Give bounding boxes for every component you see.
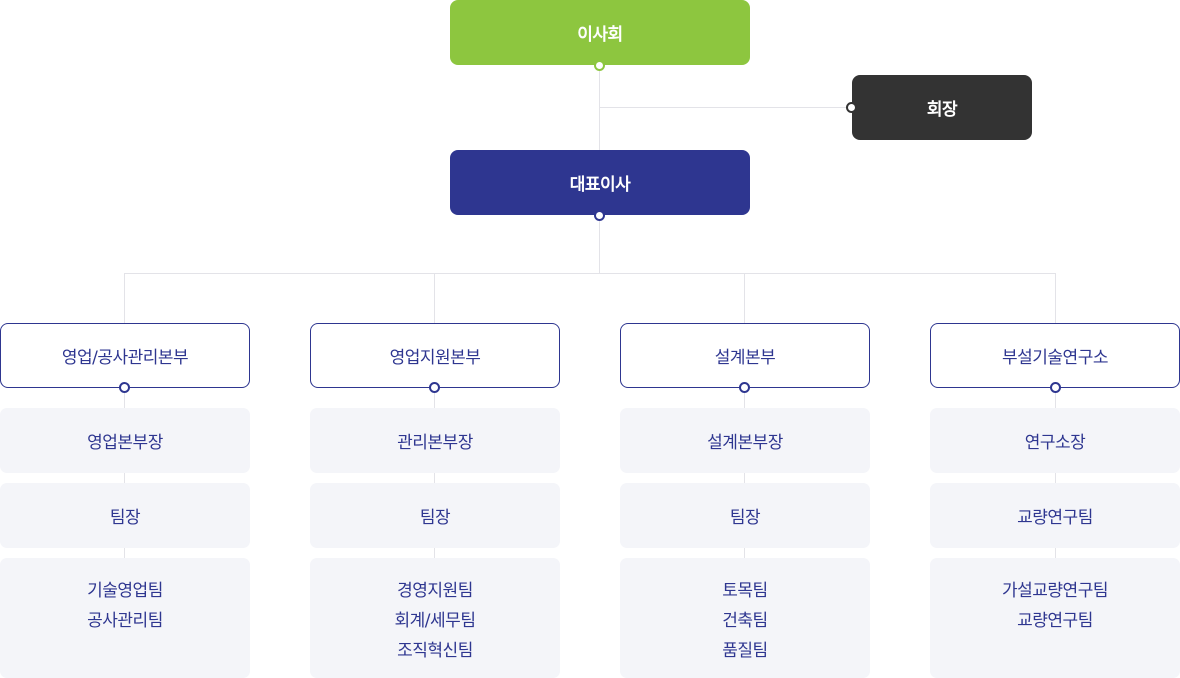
team-leader-label: 교량연구팀 xyxy=(1017,508,1093,528)
chairman-node: 회장 xyxy=(852,75,1032,140)
chairman-connector-dot xyxy=(846,102,857,113)
division-head-node: 영업본부장 xyxy=(0,408,250,473)
team-item: 교량연구팀 xyxy=(1017,611,1093,631)
division-head-node: 관리본부장 xyxy=(310,408,560,473)
team-item: 가설교량연구팀 xyxy=(1002,581,1108,601)
division-head-label: 영업본부장 xyxy=(87,433,163,453)
team-leader-node: 팀장 xyxy=(0,483,250,548)
team-item: 경영지원팀 xyxy=(397,581,473,601)
team-list-node: 경영지원팀 회계/세무팀 조직혁신팀 xyxy=(310,558,560,678)
team-item: 공사관리팀 xyxy=(87,611,163,631)
division-node: 설계본부 xyxy=(620,323,870,388)
connector-horizontal-bus xyxy=(124,273,1056,274)
team-list-node: 기술영업팀 공사관리팀 xyxy=(0,558,250,678)
ceo-label: 대표이사 xyxy=(569,175,631,195)
team-item: 회계/세무팀 xyxy=(394,611,476,631)
division-head-node: 설계본부장 xyxy=(620,408,870,473)
division-node: 영업지원본부 xyxy=(310,323,560,388)
division-head-label: 설계본부장 xyxy=(707,433,783,453)
team-leader-label: 팀장 xyxy=(419,508,451,528)
division-label: 설계본부 xyxy=(714,348,776,368)
team-item: 품질팀 xyxy=(722,641,768,661)
team-item: 기술영업팀 xyxy=(87,581,163,601)
division-connector-dot xyxy=(739,382,750,393)
ceo-node: 대표이사 xyxy=(450,150,750,215)
team-leader-node: 팀장 xyxy=(620,483,870,548)
division-node: 영업/공사관리본부 xyxy=(0,323,250,388)
connector-col-4 xyxy=(1055,388,1056,558)
division-connector-dot xyxy=(119,382,130,393)
division-head-label: 연구소장 xyxy=(1024,433,1086,453)
connector-div-1 xyxy=(124,273,125,323)
board-node: 이사회 xyxy=(450,0,750,65)
connector-col-1 xyxy=(124,388,125,558)
division-label: 부설기술연구소 xyxy=(1002,348,1108,368)
team-leader-node: 교량연구팀 xyxy=(930,483,1180,548)
connector-div-4 xyxy=(1055,273,1056,323)
division-head-node: 연구소장 xyxy=(930,408,1180,473)
connector-ceo-down xyxy=(599,215,600,273)
board-connector-dot xyxy=(594,60,605,71)
team-leader-label: 팀장 xyxy=(729,508,761,528)
division-connector-dot xyxy=(1050,382,1061,393)
division-node: 부설기술연구소 xyxy=(930,323,1180,388)
connector-col-3 xyxy=(744,388,745,558)
division-connector-dot xyxy=(429,382,440,393)
division-label: 영업지원본부 xyxy=(389,348,481,368)
team-item: 건축팀 xyxy=(722,611,768,631)
connector-chairman xyxy=(600,107,852,108)
team-list-node: 토목팀 건축팀 품질팀 xyxy=(620,558,870,678)
team-item: 토목팀 xyxy=(722,581,768,601)
team-leader-node: 팀장 xyxy=(310,483,560,548)
ceo-connector-dot xyxy=(594,210,605,221)
board-label: 이사회 xyxy=(577,25,623,45)
connector-col-2 xyxy=(434,388,435,558)
team-list-node: 가설교량연구팀 교량연구팀 xyxy=(930,558,1180,678)
team-item: 조직혁신팀 xyxy=(397,641,473,661)
division-head-label: 관리본부장 xyxy=(397,433,473,453)
chairman-label: 회장 xyxy=(926,100,958,120)
team-leader-label: 팀장 xyxy=(109,508,141,528)
division-label: 영업/공사관리본부 xyxy=(61,348,189,368)
connector-board-ceo xyxy=(599,65,600,150)
connector-div-2 xyxy=(434,273,435,323)
connector-div-3 xyxy=(744,273,745,323)
